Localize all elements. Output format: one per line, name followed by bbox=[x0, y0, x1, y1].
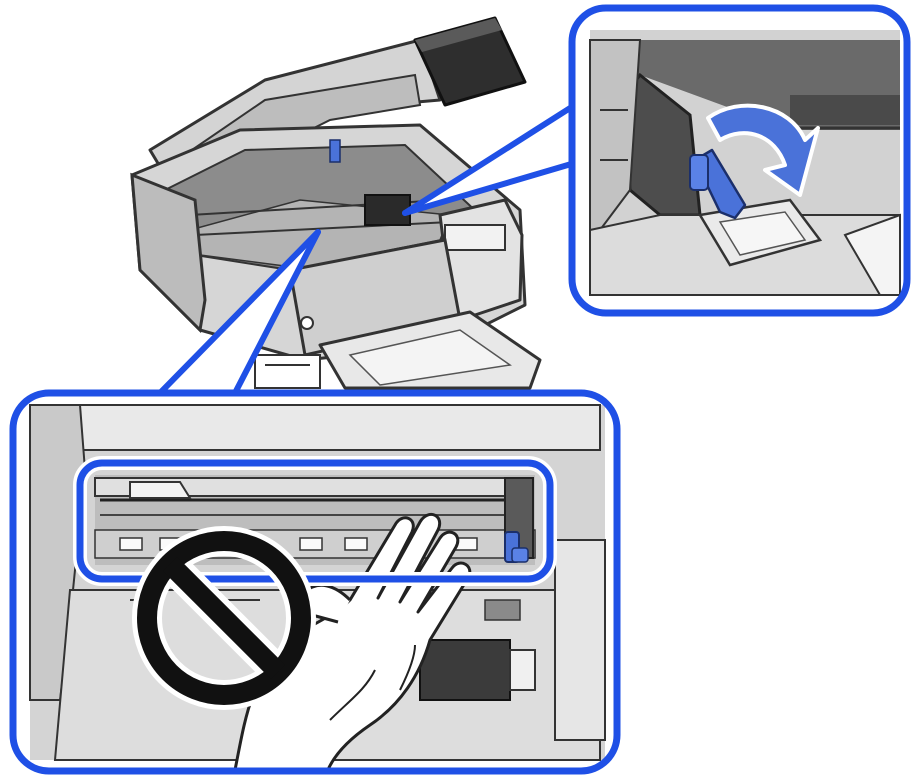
blue-lever-interior-tab bbox=[512, 548, 528, 562]
do-not-touch-callout bbox=[13, 393, 617, 778]
blue-lever-main bbox=[330, 140, 340, 162]
left-bracket bbox=[130, 482, 190, 498]
rail-block bbox=[345, 538, 367, 550]
printer-body bbox=[132, 18, 540, 388]
ink-tank-cap bbox=[445, 225, 505, 250]
printer-side-panel bbox=[132, 175, 205, 330]
lever-detail-callout bbox=[572, 8, 907, 313]
blue-lever-base bbox=[690, 155, 708, 190]
interior-small-post bbox=[510, 650, 535, 690]
detail-rail-strip bbox=[790, 95, 900, 125]
interior-gear-block bbox=[420, 640, 510, 700]
rail-block bbox=[300, 538, 322, 550]
printer-base bbox=[255, 355, 320, 388]
interior-top-edge bbox=[80, 405, 600, 450]
print-head bbox=[365, 195, 410, 225]
interior-right-block bbox=[555, 540, 605, 740]
interior-lower-slot bbox=[485, 600, 520, 620]
rail-block bbox=[120, 538, 142, 550]
front-button bbox=[301, 317, 313, 329]
